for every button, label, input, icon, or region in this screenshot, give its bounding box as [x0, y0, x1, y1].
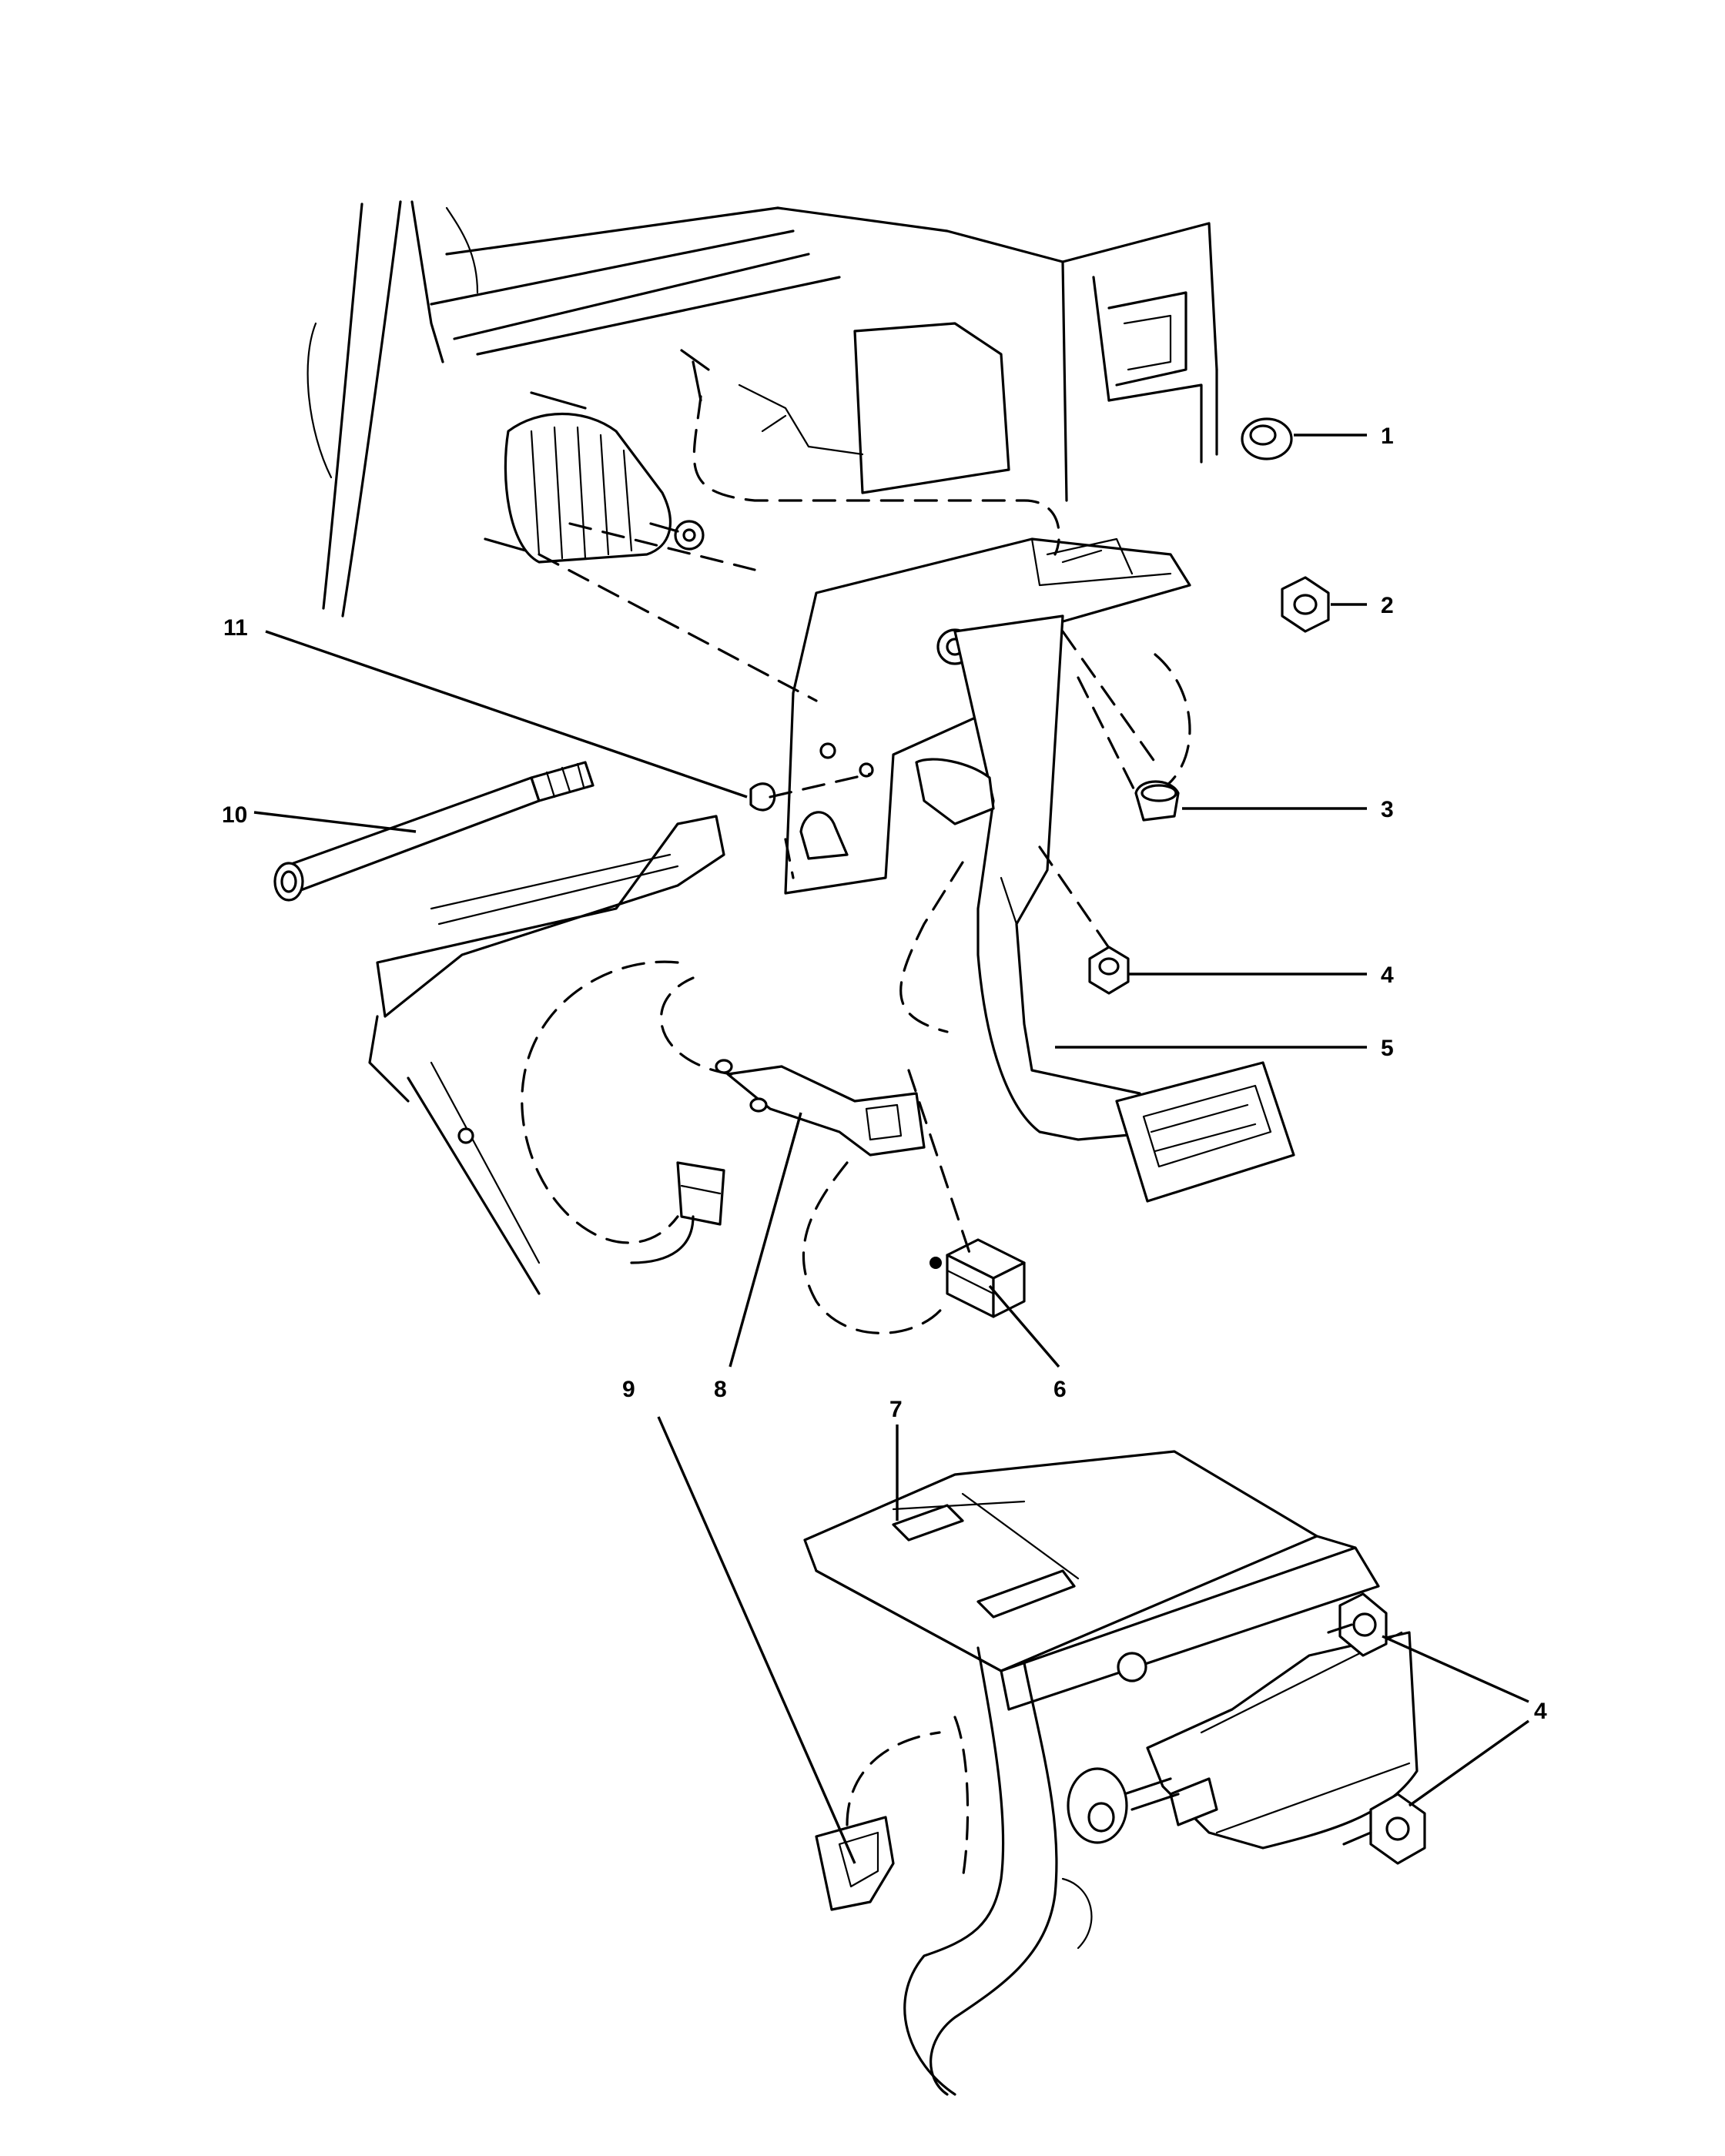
nut-2: [1281, 576, 1330, 633]
detail-nut-upper: [1327, 1592, 1388, 1657]
callout-labels: 1 2 3 4 5 6 7 8 9 10 11 4: [222, 424, 1547, 1724]
booster-boot: [504, 413, 705, 564]
routing-dashes-upper: [521, 395, 1191, 1334]
pedal-support-bracket: [784, 537, 1191, 895]
detail-bracket: [803, 1450, 1380, 1711]
callout-7: 7: [889, 1397, 903, 1422]
pivot-pin: [273, 761, 595, 902]
callout-4-upper: 4: [1381, 962, 1394, 988]
wire-loops: [799, 758, 995, 860]
callout-8: 8: [714, 1377, 727, 1402]
callout-1: 1: [1381, 424, 1394, 449]
callout-10: 10: [222, 802, 247, 828]
detail-switch-body: [1123, 1631, 1419, 1850]
stop-lamp-switch: [929, 1238, 1026, 1318]
callout-11: 11: [223, 615, 248, 641]
callout-3: 3: [1381, 797, 1394, 822]
brake-pedal: [953, 614, 1295, 1203]
retaining-clip: [749, 782, 776, 812]
nut-3: [1134, 780, 1180, 822]
callout-2: 2: [1381, 593, 1394, 618]
leader-lines: [253, 434, 1529, 1864]
callout-5: 5: [1381, 1036, 1394, 1061]
detail-dashes: [846, 1716, 970, 1880]
wiring-connector: [630, 1161, 725, 1264]
detail-pedal-arm: [903, 1646, 1093, 2096]
detail-nut-lower: [1342, 1793, 1426, 1865]
callout-6: 6: [1053, 1377, 1067, 1402]
nut-1: [1241, 417, 1293, 460]
floor-panel: [368, 815, 725, 1295]
detail-pivot-bushing: [1067, 1767, 1128, 1844]
switch-bracket: [715, 1059, 926, 1157]
callout-4-lower: 4: [1534, 1699, 1547, 1724]
firewall-dash-panel: [306, 200, 1218, 618]
nut-4-upper: [1088, 946, 1130, 995]
callout-9: 9: [622, 1377, 635, 1402]
